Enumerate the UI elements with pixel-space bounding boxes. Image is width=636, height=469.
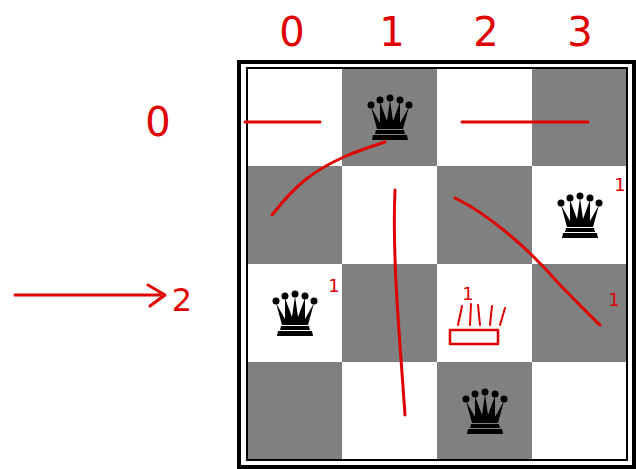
board-square	[532, 68, 627, 166]
attack-line	[394, 190, 405, 415]
board-squares	[247, 68, 627, 460]
board-square	[247, 264, 342, 362]
handwritten-marks	[15, 122, 600, 415]
column-index: 3	[567, 12, 592, 52]
crossed-queen-sketch	[458, 304, 505, 325]
board-square	[247, 166, 342, 264]
callout-number: 1	[328, 277, 339, 295]
attack-line	[272, 142, 385, 215]
attack-line	[462, 121, 588, 124]
board-square	[342, 362, 437, 460]
callout-number: 1	[614, 176, 625, 194]
board-frame	[239, 62, 634, 467]
callout-number: 1	[462, 285, 473, 303]
callout-number: 1	[608, 291, 619, 309]
queen-piece	[558, 193, 603, 239]
queen-piece	[368, 95, 413, 141]
board-square	[437, 264, 532, 362]
attack-line	[455, 198, 600, 325]
board-square	[247, 362, 342, 460]
board-square	[247, 68, 342, 166]
queen-piece	[463, 389, 508, 435]
board-square	[532, 166, 627, 264]
queen-piece	[273, 291, 318, 337]
attack-line	[245, 121, 320, 124]
column-index: 1	[379, 12, 404, 52]
board-square	[437, 68, 532, 166]
row-index: 0	[145, 102, 170, 142]
queens	[273, 95, 603, 435]
board-inner-border	[247, 68, 627, 460]
board-square	[342, 264, 437, 362]
board-square	[532, 264, 627, 362]
board-square	[532, 362, 627, 460]
crossed-queen-base	[450, 330, 498, 344]
row-index: 2	[172, 284, 192, 316]
pointer-arrow	[15, 285, 165, 306]
column-index: 2	[473, 12, 498, 52]
column-index: 0	[279, 12, 304, 52]
board-square	[437, 362, 532, 460]
board-square	[342, 166, 437, 264]
